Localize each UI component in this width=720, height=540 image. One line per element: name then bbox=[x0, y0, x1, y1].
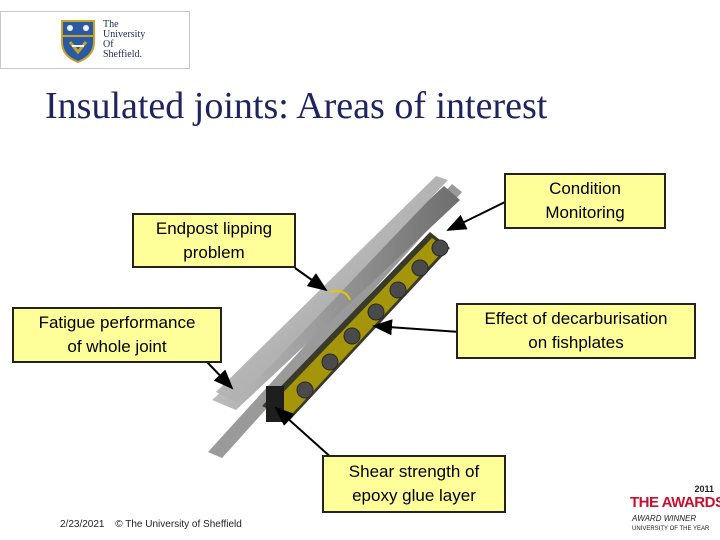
endpost-marker bbox=[329, 290, 351, 301]
bolt bbox=[343, 327, 361, 345]
callout-line: Endpost lipping bbox=[155, 218, 273, 238]
callout-line: Condition bbox=[549, 179, 621, 198]
callout-line: Effect of decarburisation bbox=[484, 309, 668, 328]
arrow-endpost bbox=[294, 267, 328, 292]
callout-line: of whole joint bbox=[67, 337, 167, 356]
callout-line: problem bbox=[183, 242, 245, 262]
bolt bbox=[367, 303, 385, 321]
logo-line: Of bbox=[103, 39, 114, 50]
awards-year: 2011 bbox=[694, 484, 714, 494]
rail-head bbox=[216, 176, 448, 402]
awards-brand: THE AWARDS bbox=[630, 494, 720, 511]
callout-decarburisation: Effect of decarburisation on fishplates bbox=[456, 303, 696, 359]
bolt bbox=[321, 353, 339, 371]
footer-copyright: © The University of Sheffield bbox=[115, 519, 242, 530]
callout-line: Monitoring bbox=[545, 203, 625, 222]
logo-line: The bbox=[103, 19, 119, 30]
callout-endpost-lipping: Endpost lipping problem bbox=[132, 213, 296, 268]
endpost-block bbox=[266, 386, 284, 422]
awards-logo: 2011 THE AWARDS AWARD WINNER UNIVERSITY … bbox=[630, 484, 720, 538]
slide-footer: 2/23/2021 © The University of Sheffield bbox=[60, 519, 250, 530]
epoxy-layer bbox=[272, 238, 446, 414]
awards-winner: AWARD WINNER bbox=[632, 514, 697, 523]
university-wordmark: The University Of Sheffield. bbox=[103, 20, 145, 60]
logo-line: Sheffield. bbox=[103, 49, 142, 60]
callout-line: Fatigue performance bbox=[38, 313, 196, 332]
callout-shear-strength: Shear strength of epoxy glue layer bbox=[322, 455, 506, 513]
slide-title: Insulated joints: Areas of interest bbox=[45, 85, 548, 127]
logo-line: University bbox=[103, 29, 146, 40]
arrow-decarb bbox=[372, 319, 461, 336]
awards-category: UNIVERSITY OF THE YEAR bbox=[632, 526, 710, 532]
arrow-shear bbox=[274, 406, 335, 461]
callout-line: on fishplates bbox=[528, 333, 624, 352]
callout-condition-monitoring: Condition Monitoring bbox=[504, 173, 666, 229]
callout-line: Shear strength of bbox=[348, 462, 480, 481]
arrow-fatigue bbox=[206, 361, 234, 390]
bolt bbox=[411, 259, 429, 277]
bolt bbox=[389, 281, 407, 299]
university-logo: The University Of Sheffield. bbox=[0, 11, 190, 69]
callout-line: epoxy glue layer bbox=[352, 486, 476, 505]
arrow-condition bbox=[446, 201, 506, 231]
footer-date: 2/23/2021 bbox=[60, 519, 105, 530]
callout-fatigue-performance: Fatigue performance of whole joint bbox=[12, 307, 222, 363]
shield-crest-icon bbox=[61, 20, 95, 64]
bolt bbox=[431, 239, 449, 257]
bolt bbox=[296, 381, 314, 399]
